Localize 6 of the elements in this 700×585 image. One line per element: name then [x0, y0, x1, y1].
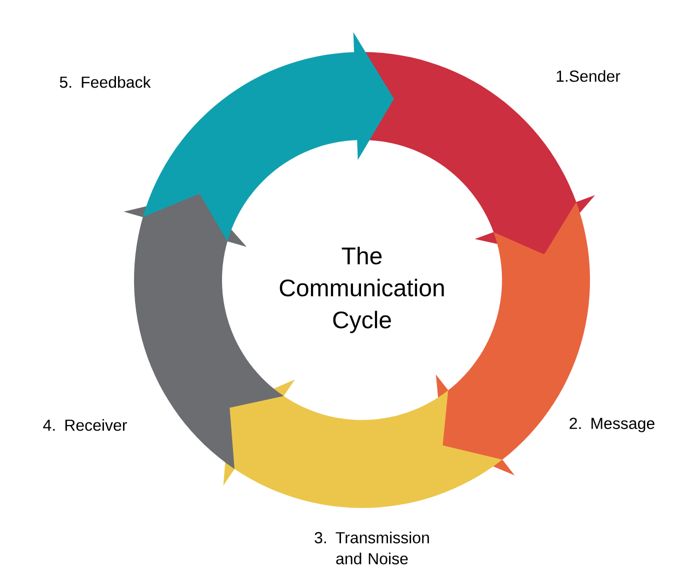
stage-label: 2. Message: [570, 418, 654, 432]
stage-label: 5. Feedback: [60, 76, 151, 88]
stage-label: 3. Transmission and Noise: [314, 532, 429, 564]
stage-label: 1.Sender: [556, 70, 620, 82]
center-title: The Communication Cycle: [280, 246, 444, 334]
stage-label: 4. Receiver: [43, 419, 127, 431]
